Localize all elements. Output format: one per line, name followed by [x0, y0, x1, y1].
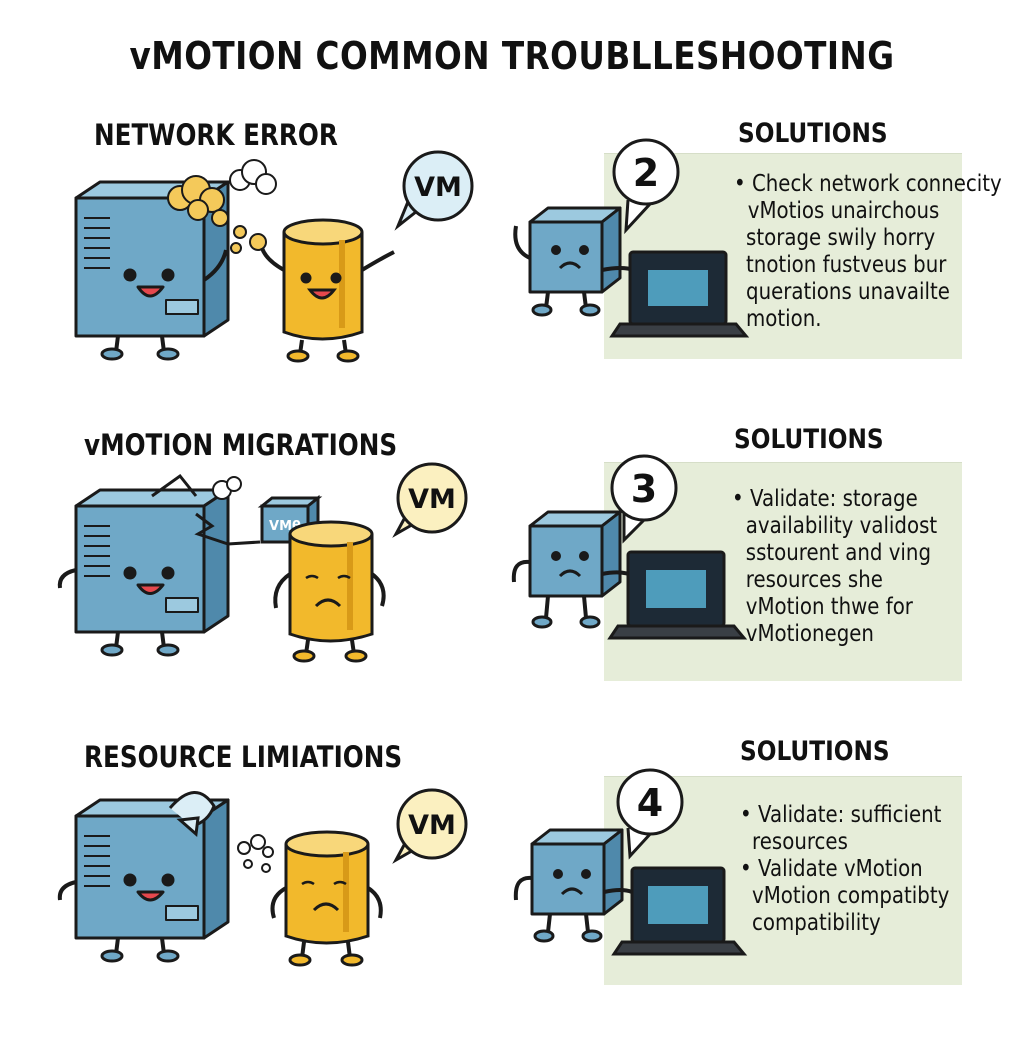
solution-line: storage swily horry [746, 225, 936, 251]
problem-label: RESOURCE LIMIATIONS [84, 740, 403, 774]
section-vmotion-migrations: vMOTION MIGRATIONS SOLUTIONS [0, 410, 1024, 730]
solutions-heading: SOLUTIONS [734, 424, 884, 455]
smoke-puffs [237, 834, 274, 873]
section-network-error: NETWORK ERROR SOLUTIONS [0, 100, 1024, 420]
solution-line: compatibility [752, 910, 881, 936]
step-number-bubble: 4 [616, 768, 684, 860]
solution-line: resources [752, 829, 848, 855]
solution-line: resources she [745, 567, 883, 593]
laptop-icon [607, 550, 748, 640]
solution-line: sstourent and ving [745, 540, 932, 566]
vm-speech-bubble: VM [392, 462, 468, 538]
vm-character [270, 830, 383, 967]
step-number: 2 [633, 151, 659, 195]
solution-line: • Check network connecity [734, 171, 1002, 197]
laptop-icon [611, 866, 748, 956]
step-number: 3 [631, 467, 657, 511]
problem-label: NETWORK ERROR [94, 118, 338, 152]
vm-speech-bubble: VM [392, 788, 468, 864]
solution-line: availability validost [745, 513, 938, 539]
solution-line: vMotion thwe for [745, 594, 913, 620]
solutions-heading: SOLUTIONS [738, 118, 888, 149]
troubleshooter-character [513, 828, 633, 943]
vm-badge-text: VM [414, 172, 462, 203]
step-number: 4 [637, 781, 663, 825]
step-number-bubble: 2 [612, 138, 680, 235]
troubleshooter-character [511, 510, 635, 629]
illustration: VMθ VM 3 [57, 454, 748, 663]
solution-line: • Validate vMotion [740, 856, 923, 882]
illustration: VM 4 [57, 768, 748, 967]
solutions-heading: SOLUTIONS [740, 736, 890, 767]
solution-text: • Check network connecity vMotios unairc… [734, 171, 1002, 333]
section-resource-limitations: RESOURCE LIMIATIONS SOLUTIONS [0, 722, 1024, 1042]
vm-character [273, 520, 386, 663]
solution-line: vMotion compatibty [752, 883, 950, 909]
vm-character [260, 218, 395, 363]
vm-badge-text: VM [408, 484, 456, 515]
troubleshooter-character [513, 206, 635, 317]
step-number-bubble: 3 [610, 454, 678, 544]
solution-text: • Validate: sufficient resources • Valid… [740, 802, 949, 937]
laptop-icon [609, 250, 750, 338]
server-character [57, 798, 230, 963]
illustration: VM 2 [74, 138, 750, 363]
refresh-arrow-icon [168, 791, 216, 837]
page-title: vMOTION COMMON TROUBLLESHOOTING [129, 34, 895, 78]
problem-label: vMOTION MIGRATIONS [84, 428, 398, 462]
solution-text: • Validate: storage availability validos… [732, 486, 937, 648]
migration-arrow-icon [151, 473, 261, 546]
vm-badge-text: VM [408, 810, 456, 841]
server-character [57, 488, 230, 657]
solution-line: querations unavailte [746, 279, 950, 305]
smoke-puffs [167, 159, 277, 254]
vm-speech-bubble: VM [394, 150, 474, 231]
solution-line: • Validate: storage [732, 486, 918, 512]
solution-line: motion. [746, 306, 822, 332]
solution-line: tnotion fustveus bur [746, 252, 947, 278]
solution-line: • Validate: sufficient [740, 802, 942, 828]
solution-line: vMotionegen [745, 621, 874, 647]
solution-line: vMotios unairchous [747, 198, 940, 224]
